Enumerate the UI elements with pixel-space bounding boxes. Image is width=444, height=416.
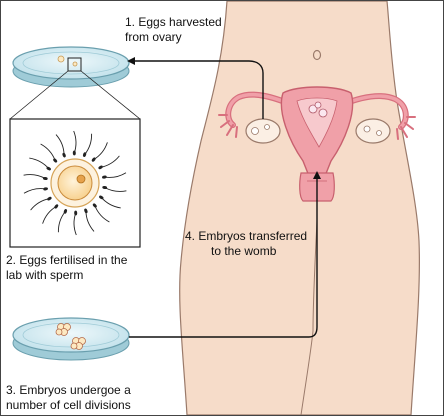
embryo-cluster-1 [55, 323, 71, 336]
body-silhouette [179, 1, 420, 415]
step-2-label: 2. Eggs fertilised in the lab with sperm [6, 253, 127, 283]
step-1-line-1: 1. Eggs harvested [125, 15, 222, 29]
step-2-line-1: 2. Eggs fertilised in the [6, 253, 128, 267]
sperm-head [53, 158, 58, 163]
step-3-line-2: number of cell divisions [6, 398, 131, 412]
sperm-head [102, 175, 107, 179]
sperm-head [91, 157, 96, 162]
sperm-head [54, 204, 59, 209]
sperm-head [98, 165, 103, 170]
sperm-cells [23, 130, 127, 236]
embryo-cluster-2 [70, 337, 86, 350]
step-3-label: 3. Embryos undergoe a number of cell div… [6, 383, 131, 413]
sperm-head [42, 176, 48, 181]
sperm-head [74, 210, 78, 216]
navel [312, 49, 322, 61]
sperm-head [43, 187, 48, 191]
sperm-head [62, 152, 66, 158]
egg-cell [57, 165, 93, 201]
arrow-harvest [127, 57, 264, 119]
petri-dish-eggs [12, 46, 130, 88]
sperm-head [72, 150, 76, 156]
uterus-organ [218, 86, 416, 202]
sperm-head [92, 203, 97, 208]
magnification-lines [9, 70, 141, 120]
step-4-line-2: to the womb [211, 244, 277, 258]
step-1-line-2: from ovary [125, 30, 182, 44]
step-4-line-1: 4. Embryos transferred [185, 229, 308, 243]
sperm-head [102, 185, 108, 190]
ovary-left [245, 118, 281, 144]
sperm-head [63, 209, 68, 214]
step-2-line-2: lab with sperm [6, 268, 84, 282]
sperm-head [46, 166, 51, 171]
arrow-transfer [129, 171, 321, 338]
step-4-label: 4. Embryos transferred to the womb [185, 229, 307, 259]
sperm-head [82, 152, 87, 157]
egg-nucleus [76, 174, 86, 184]
fertilisation-panel [9, 118, 141, 248]
sperm-head [47, 196, 52, 201]
ovary-right [355, 118, 391, 144]
step-1-label: 1. Eggs harvested from ovary [125, 15, 222, 45]
petri-dish-embryos [12, 317, 130, 361]
sperm-head [99, 195, 104, 200]
step-3-line-1: 3. Embryos undergoe a [6, 383, 131, 397]
sperm-head [84, 208, 88, 214]
